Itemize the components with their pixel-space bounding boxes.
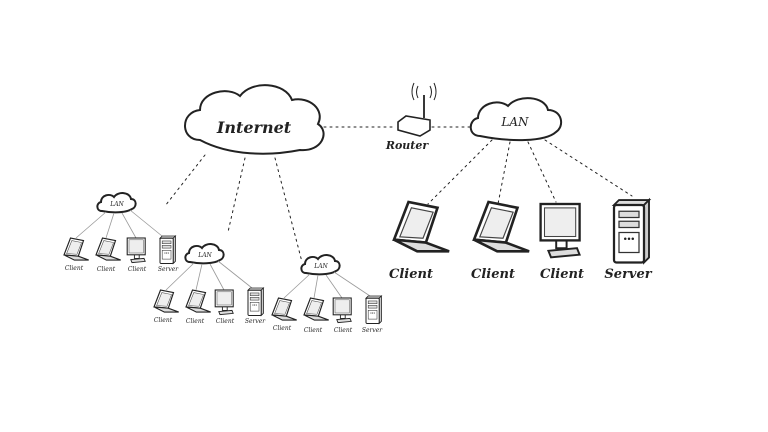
laptop-icon — [95, 237, 122, 261]
internet-label: Internet — [216, 118, 292, 137]
router-icon — [397, 82, 437, 137]
remote-lan-3: LAN Client Client Client Server — [271, 254, 383, 334]
link-lan-client2 — [497, 141, 511, 205]
device-label: Server — [362, 327, 383, 334]
laptop-icon — [472, 200, 531, 253]
desktop-icon — [126, 237, 146, 264]
desktop-icon — [539, 202, 581, 259]
device-label: Client — [273, 325, 292, 332]
device-label: Client — [186, 318, 205, 325]
laptop-icon — [271, 297, 298, 321]
internet-cloud-icon — [184, 84, 325, 155]
lan-cloud-icon — [469, 97, 563, 142]
link-lan-client1 — [427, 139, 493, 205]
server-icon — [247, 287, 264, 316]
device-label: Client — [389, 267, 433, 282]
device-label: Client — [216, 318, 235, 325]
lan-label: LAN — [500, 115, 529, 129]
link-internet-lan2 — [227, 157, 246, 233]
device-label: Client — [97, 266, 116, 273]
router-label: Router — [385, 139, 430, 152]
laptop-icon — [392, 200, 451, 253]
desktop-icon — [214, 289, 234, 316]
remote-lan-1: LAN Client Client Client Server — [63, 192, 179, 273]
device-label: Client — [471, 267, 515, 282]
laptop-icon — [303, 297, 330, 321]
device-label: Client — [304, 327, 323, 334]
device-label: Client — [128, 266, 147, 273]
lan-label: LAN — [197, 252, 212, 259]
link-internet-lan3 — [274, 157, 303, 263]
link-lan-server — [544, 139, 633, 197]
device-label: Client — [334, 327, 353, 334]
device-label: Server — [158, 266, 179, 273]
desktop-icon — [332, 297, 352, 324]
server-icon — [159, 235, 176, 264]
lan-label: LAN — [109, 201, 124, 208]
device-label: Client — [154, 317, 173, 324]
laptop-icon — [153, 289, 180, 313]
laptop-icon — [185, 289, 212, 313]
server-icon — [365, 295, 382, 324]
lan-label: LAN — [313, 263, 328, 270]
device-label: Client — [65, 265, 84, 272]
laptop-icon — [63, 237, 90, 261]
device-label: Client — [540, 267, 584, 282]
link-lan-client3 — [527, 141, 557, 203]
server-icon — [612, 198, 651, 264]
device-label: Server — [604, 267, 652, 282]
remote-lan-2: LAN Client Client Client Server — [153, 243, 266, 325]
device-label: Server — [245, 318, 266, 325]
link-internet-lan1 — [164, 154, 206, 207]
